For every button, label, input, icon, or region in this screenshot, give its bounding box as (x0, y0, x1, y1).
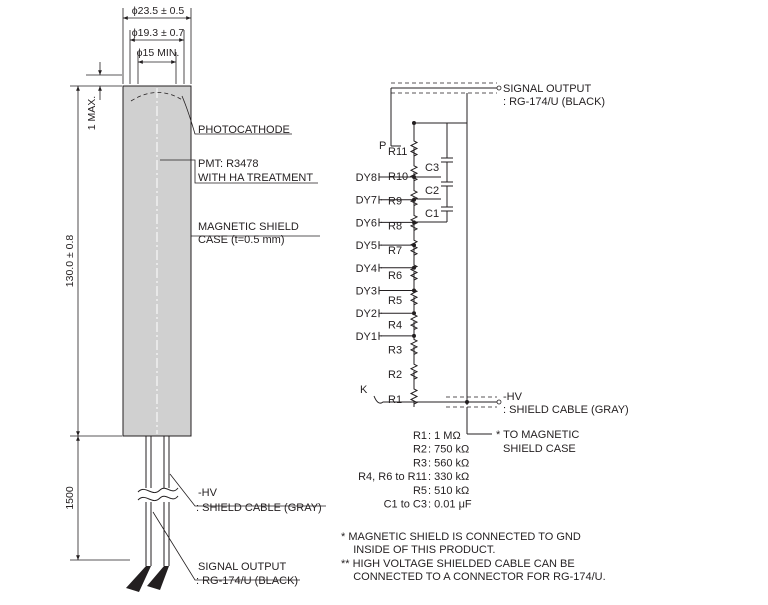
resistor-r9 (409, 172, 419, 209)
component-name: R4, R6 to R11 (358, 471, 427, 483)
dynode-label: DY2 (356, 308, 377, 320)
component-value: : 0.01 μF (428, 499, 472, 511)
note-2-line1: ** HIGH VOLTAGE SHIELDED CABLE CAN BE (341, 558, 575, 570)
component-value: : 1 MΩ (428, 430, 461, 442)
resistor-label: R6 (388, 270, 402, 282)
component-name: R1 (413, 430, 427, 442)
component-value: : 510 kΩ (428, 485, 469, 497)
resistor-label: R7 (388, 245, 402, 257)
resistor-label: R9 (388, 196, 402, 208)
dynode-label: DY5 (356, 240, 377, 252)
dynode-symbol (378, 241, 382, 250)
resistor-r1 (409, 371, 419, 407)
component-name: R2 (413, 444, 427, 456)
resistor-label: R8 (388, 220, 402, 232)
dynode-symbol (378, 195, 382, 204)
resistor-label: R4 (388, 320, 402, 332)
resistor-label: R5 (388, 295, 402, 307)
resistor-label: R11 (388, 146, 407, 158)
dynode-label: DY4 (356, 263, 377, 275)
component-value: : 560 kΩ (428, 457, 469, 469)
dynode-label: DY1 (356, 331, 377, 343)
label-photocathode: PHOTOCATHODE (198, 124, 290, 136)
dynode-symbol (378, 173, 382, 181)
cable-end-left (126, 566, 151, 592)
resistor-r7 (409, 222, 419, 259)
component-name: R3 (413, 457, 427, 469)
cap-c3: C3 (425, 162, 439, 174)
resistor-r11 (409, 123, 419, 159)
dim-top-gap: 1 MAX. (86, 96, 98, 130)
circuit-signal-cable: : RG-174/U (BLACK) (503, 96, 605, 108)
assembly-drawing: ϕ23.5 ± 0.5 ϕ19.3 ± 0.7 ϕ15 MIN. 1 MAX. … (64, 5, 326, 592)
dynode-symbol (378, 331, 382, 340)
dim-min-diameter: ϕ15 MIN. (137, 47, 180, 59)
dynode-label: DY6 (356, 217, 377, 229)
label-pmt-model: PMT: R3478 (198, 158, 259, 170)
resistor-r8 (409, 197, 419, 234)
cables (126, 436, 179, 592)
resistor-label: R2 (388, 369, 402, 381)
dynode-label: DY8 (356, 172, 377, 184)
component-name: C1 to C3 (384, 499, 427, 511)
label-pmt-treatment: WITH HA TREATMENT (198, 172, 313, 184)
cathode-label: K (360, 384, 368, 396)
dynode-symbol (378, 263, 382, 272)
label-cable-hv: -HV (198, 487, 218, 499)
component-value: : 750 kΩ (428, 444, 469, 456)
note-2-line2: CONNECTED TO A CONNECTOR FOR RG-174/U. (341, 571, 606, 583)
circuit-hv-cable: : SHIELD CABLE (GRAY) (503, 404, 629, 416)
dynode-symbol (378, 309, 382, 318)
dim-inner-diameter: ϕ19.3 ± 0.7 (132, 27, 185, 39)
note-1-line1: * MAGNETIC SHIELD IS CONNECTED TO GND (341, 531, 581, 543)
shield-note-1: * TO MAGNETIC (496, 429, 579, 441)
dynode-symbol (378, 218, 382, 227)
note-1-line2: INSIDE OF THIS PRODUCT. (341, 544, 495, 556)
dim-cable-length: 1500 (64, 486, 76, 510)
circuit-signal-output: SIGNAL OUTPUT (503, 83, 591, 95)
divider-circuit: SIGNAL OUTPUT : RG-174/U (BLACK) P C3 C2… (341, 82, 629, 583)
component-value: : 330 kΩ (428, 471, 469, 483)
resistor-r6 (409, 247, 419, 283)
label-shield-case: MAGNETIC SHIELD (198, 221, 299, 233)
resistor-r3 (409, 321, 419, 358)
label-cable-signal-type: : RG-174/U (BLACK) (196, 575, 298, 587)
label-cable-hv-type: : SHIELD CABLE (GRAY) (196, 502, 322, 514)
cap-c1: C1 (425, 208, 439, 220)
cable-end-right (147, 566, 169, 590)
circuit-hv: -HV (503, 391, 523, 403)
resistor-label: R3 (388, 344, 402, 356)
resistor-r4 (409, 296, 419, 333)
dynode-label: DY7 (356, 195, 377, 207)
anode-label: P (379, 140, 386, 152)
label-shield-thickness: CASE (t=0.5 mm) (198, 234, 285, 246)
resistor-label: R1 (388, 394, 402, 406)
label-cable-signal: SIGNAL OUTPUT (198, 561, 286, 573)
dynode-symbol (378, 286, 382, 295)
resistor-r10 (409, 147, 419, 184)
cap-c2: C2 (425, 185, 439, 197)
component-name: R5 (413, 485, 427, 497)
resistor-r2 (409, 346, 419, 383)
dim-outer-diameter: ϕ23.5 ± 0.5 (132, 5, 185, 17)
shield-note-2: SHIELD CASE (503, 443, 576, 455)
dim-body-length: 130.0 ± 0.8 (64, 235, 76, 288)
dynode-label: DY3 (356, 286, 377, 298)
photocathode-arc (130, 92, 185, 102)
